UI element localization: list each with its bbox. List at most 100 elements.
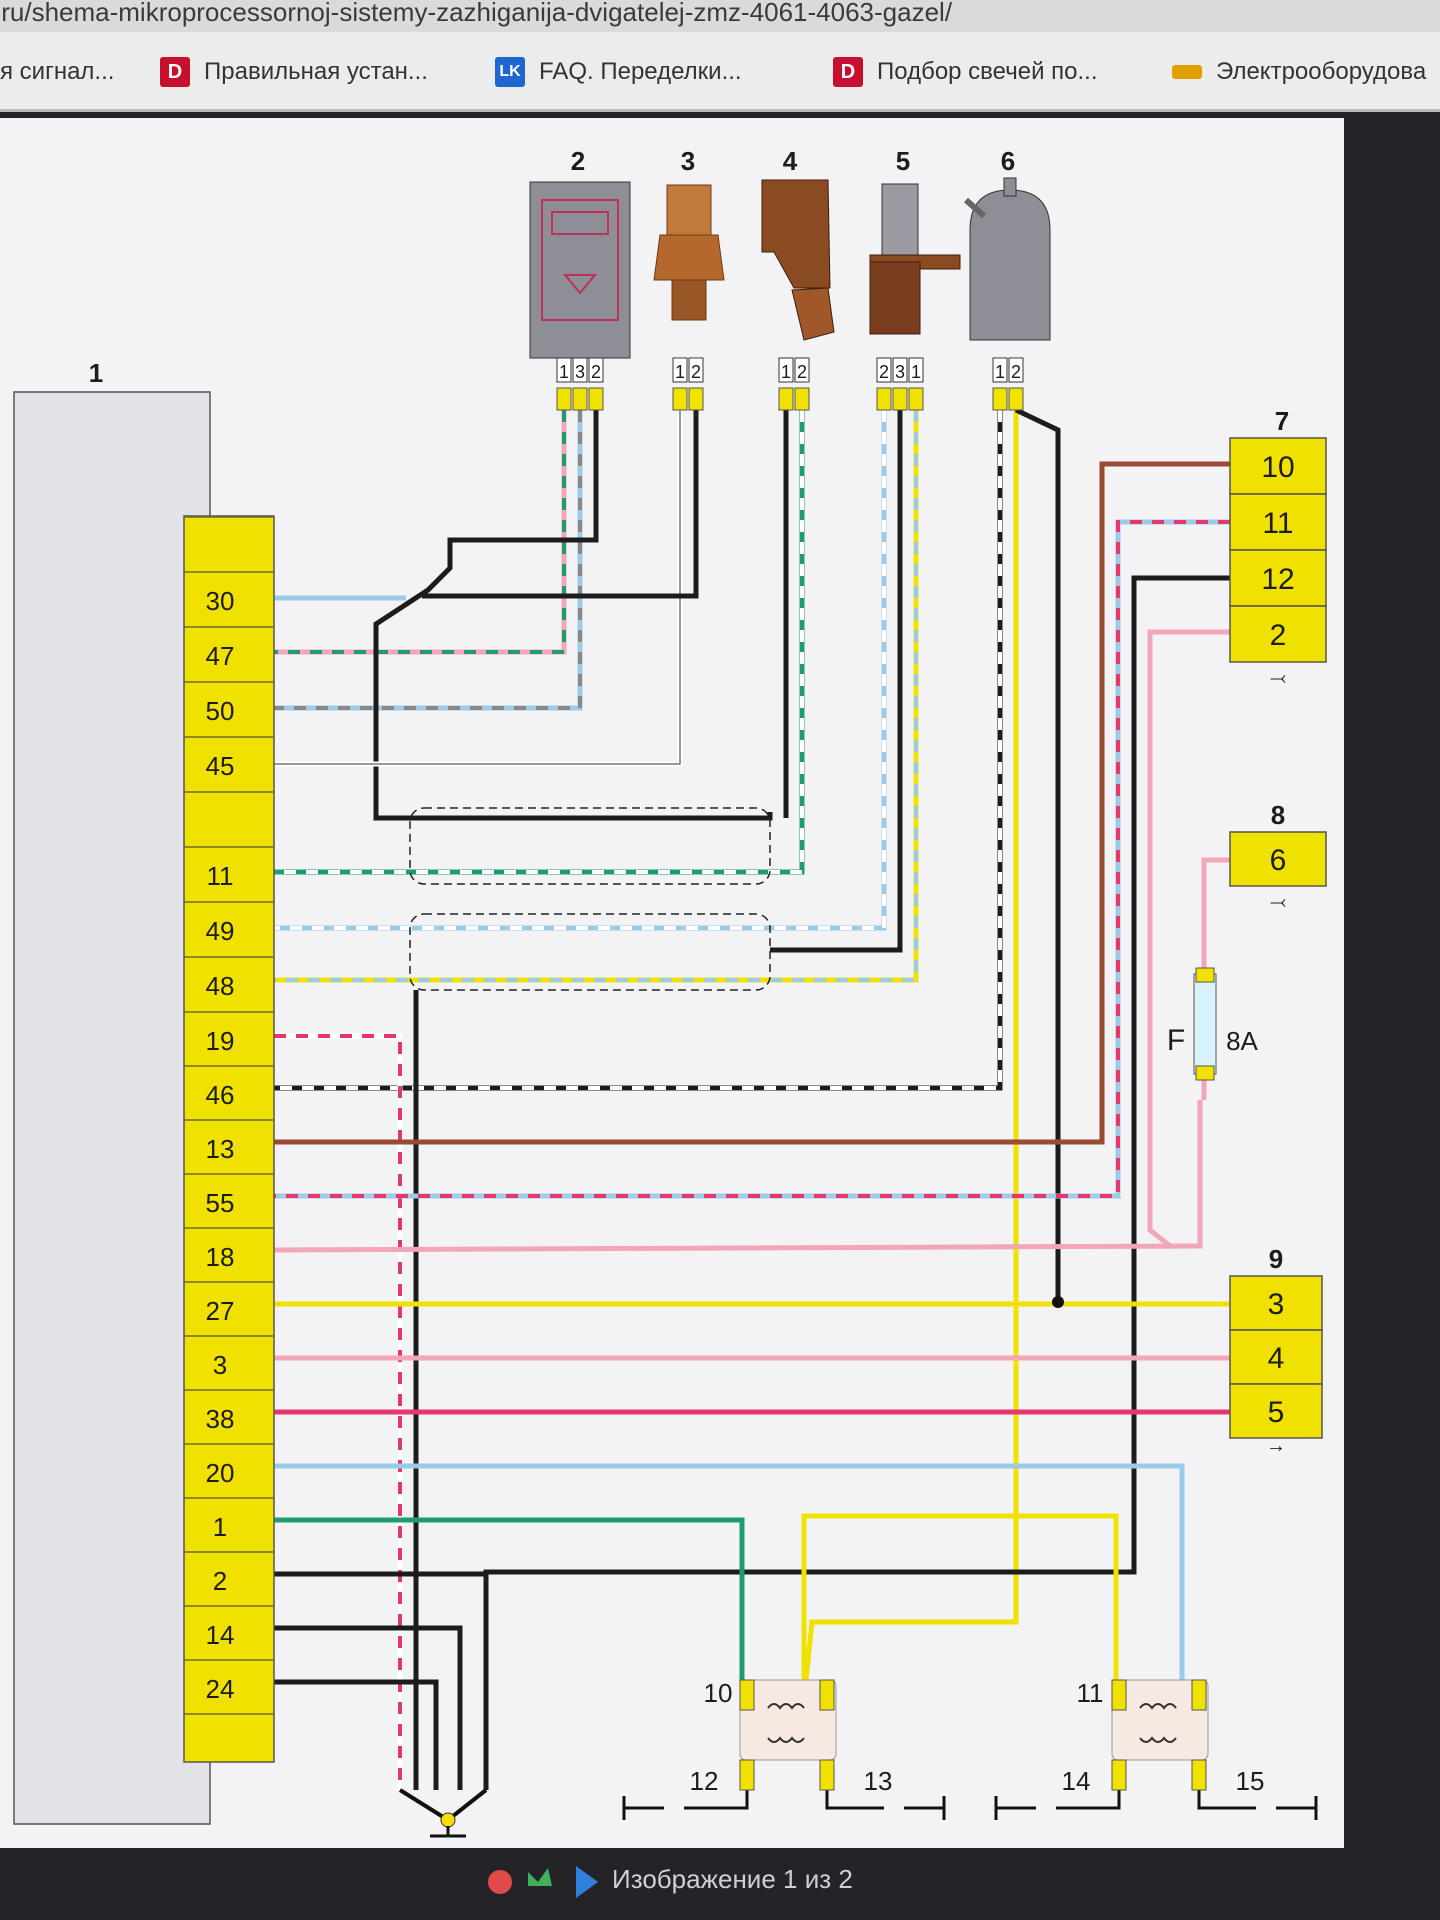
- block9-number: 9: [1269, 1244, 1283, 1274]
- output-14: 14: [1062, 1766, 1091, 1796]
- block9-pin-5: 5: [1268, 1396, 1285, 1429]
- sensor-terminal: [672, 387, 688, 411]
- address-bar[interactable]: .ru/shema-mikroprocessornoj-sistemy-zazh…: [0, 0, 1440, 32]
- sensor-5-top: [881, 183, 919, 263]
- block7-pin: [1229, 493, 1327, 551]
- ecu-pin-50: 50: [206, 696, 235, 726]
- ecu-pin-46: 46: [206, 1080, 235, 1110]
- wire-sensor3-gnd: [422, 410, 699, 599]
- fuse-body: [1193, 973, 1217, 1075]
- sensor-pin-box: [556, 357, 572, 383]
- sensor-pin-label: 1: [995, 362, 1005, 382]
- coil-terminal: [1111, 1759, 1127, 1791]
- block7-pin-12: 12: [1261, 563, 1294, 596]
- sensor-3-body: [666, 184, 712, 236]
- wire-sensor5-shield: [770, 410, 903, 953]
- wire-18: [273, 1243, 1201, 1253]
- wire-11-stripe: [274, 410, 804, 874]
- coil-terminal: [739, 1679, 755, 1711]
- sensor-4-plug: [791, 287, 835, 341]
- sensor-pin-label: 2: [691, 362, 701, 382]
- coil-10-body: [739, 1679, 837, 1761]
- sensor-pin-label: 3: [575, 362, 585, 382]
- ecu-connector: [183, 515, 275, 1763]
- fuse-cap-bottom: [1195, 1065, 1215, 1081]
- sensor-pin-box: [908, 357, 924, 383]
- coil-terminal: [1191, 1679, 1207, 1711]
- sensor-terminal: [908, 387, 924, 411]
- sensor-pin-box: [992, 357, 1008, 383]
- coil-11-number: 11: [1077, 1678, 1104, 1708]
- wire-gnd-sensor2: [373, 410, 773, 821]
- bookmark-label: я сигнал...: [0, 58, 115, 85]
- wires: [273, 407, 1256, 1838]
- spark-arrow-icon: [622, 1796, 664, 1820]
- sensor-pin-box: [794, 357, 810, 383]
- sensor-pin-label: 1: [675, 362, 685, 382]
- sensor-2-body: [529, 181, 631, 359]
- wire-2-ground: [483, 575, 1230, 1790]
- shield-1: [409, 807, 771, 885]
- components: [13, 177, 1327, 1825]
- block7-pin: [1229, 605, 1327, 663]
- wire-1: [274, 1517, 745, 1680]
- sensor-pin-box: [1008, 357, 1024, 383]
- sensor-terminal: [688, 387, 704, 411]
- ecu-pin-38: 38: [206, 1404, 235, 1434]
- sensor-3-number: 3: [681, 146, 695, 176]
- block8-pin-6: 6: [1270, 844, 1287, 877]
- wire-14: [274, 1625, 463, 1790]
- labels: 1304750451149481946135518273382012142421…: [89, 146, 1295, 1796]
- coil-terminal: [819, 1759, 835, 1791]
- bookmark-5[interactable]: Электрооборудова: [1172, 54, 1426, 90]
- connector-arrow-icon: ⤙: [1270, 667, 1286, 689]
- sensor-terminal: [1008, 387, 1024, 411]
- wire-yellow-coils: [801, 1513, 1119, 1680]
- block8-pin: [1229, 831, 1327, 887]
- ecu-pin-47: 47: [206, 641, 235, 671]
- coil-winding-icon: [1139, 1703, 1177, 1710]
- block8-number: 8: [1271, 800, 1285, 830]
- coil-winding-icon: [767, 1703, 805, 1710]
- ecu-pin-11: 11: [207, 861, 234, 891]
- shield-2: [409, 913, 771, 991]
- wire-13: [274, 461, 1230, 1145]
- block9-pin-4: 4: [1268, 1342, 1285, 1375]
- bookmark-1[interactable]: я сигнал...: [0, 54, 114, 90]
- sensor-pin-label: 2: [879, 362, 889, 382]
- sensor-pin-box: [588, 357, 604, 383]
- block9-pin: [1229, 1329, 1323, 1385]
- sensor-pin-label: 1: [559, 362, 569, 382]
- ecu-pin-27: 27: [206, 1296, 235, 1326]
- wire-24: [274, 1679, 439, 1790]
- coil-6-tab: [964, 197, 986, 219]
- ecu-pin-20: 20: [206, 1458, 235, 1488]
- sensor-pin-box: [876, 357, 892, 383]
- junction-dot: [1052, 1296, 1064, 1308]
- sensor-terminal: [876, 387, 892, 411]
- wire-19: [274, 1033, 403, 1790]
- ecu-pin-55: 55: [206, 1188, 235, 1218]
- coil-terminal: [819, 1679, 835, 1711]
- sensor-2-circuit: [541, 199, 619, 321]
- coil-6-tower: [1003, 177, 1017, 197]
- sensor-pin-box: [688, 357, 704, 383]
- spark-arrow-icon: [904, 1796, 946, 1820]
- image-counter: Изображение 1 из 2: [612, 1864, 853, 1894]
- sensor-3-thread: [671, 279, 707, 321]
- sensor-pin-label: 1: [781, 362, 791, 382]
- block9-pin: [1229, 1383, 1323, 1439]
- fuse-letter: F: [1167, 1024, 1185, 1057]
- bookmark-label: Подбор свечей по...: [877, 58, 1098, 85]
- sensor-terminal: [588, 387, 604, 411]
- sensor-pin-label: 2: [1011, 362, 1021, 382]
- sensor-terminal: [794, 387, 810, 411]
- ground-node: [440, 1812, 456, 1828]
- bookmark-4[interactable]: D Подбор свечей по...: [833, 54, 1098, 90]
- sensor-pin-box: [892, 357, 908, 383]
- drive2-icon: D: [833, 57, 863, 87]
- sensor-terminal: [572, 387, 588, 411]
